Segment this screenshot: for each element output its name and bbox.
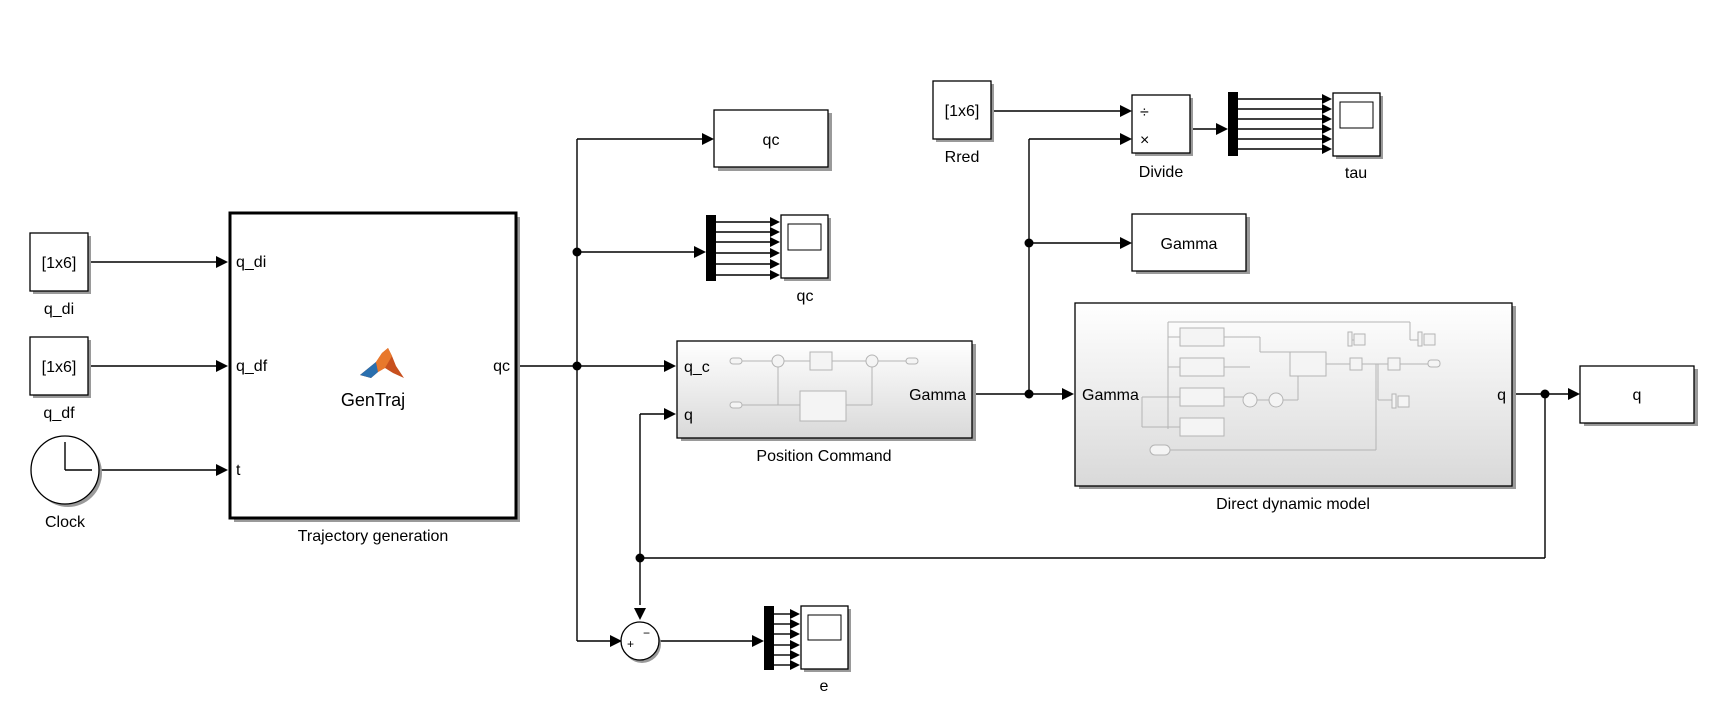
divide-op-icon: ÷ [1140,104,1149,121]
block-name: tau [1345,165,1367,182]
block-name: q_df [43,405,75,422]
direct-dynamic-model-subsystem[interactable]: Gamma q Direct dynamic model [1074,302,1516,513]
block-name: e [820,678,829,695]
clock-icon [64,442,92,471]
port-q: q [1497,387,1506,404]
scope-block-tau[interactable]: tau [1228,92,1383,182]
constant-value: [1x6] [42,255,77,272]
clock-block[interactable]: Clock [30,435,102,531]
subsystem-preview-icon [729,351,919,422]
port-q-df: q_df [236,358,268,375]
goto-tag: Gamma [1161,236,1218,253]
subsystem-preview-icon [1141,321,1441,456]
port-q-di: q_di [236,254,266,271]
scope-screen-icon [787,223,822,251]
block-name: Trajectory generation [298,528,449,545]
matlab-logo-icon [360,348,404,378]
block-name: Clock [45,514,86,531]
block-name: Divide [1139,164,1184,181]
block-name: qc [797,288,814,305]
mux-bar [1228,92,1238,156]
mux-inputs [1238,94,1332,154]
goto-block-q[interactable]: q [1579,365,1698,426]
goto-tag: q [1633,387,1642,404]
goto-block-gamma[interactable]: Gamma [1131,213,1250,274]
goto-block-qc[interactable]: qc [713,109,832,171]
sum-minus-sign: − [643,626,650,640]
position-command-subsystem[interactable]: q_c q Gamma Position Command [676,340,976,465]
constant-value: [1x6] [945,103,980,120]
scope-block-qc[interactable]: qc [706,214,831,305]
block-name: q_di [44,301,74,318]
constant-block-q-di[interactable]: [1x6] q_di [29,232,91,318]
divide-block[interactable]: ÷ × Divide [1131,94,1193,181]
sum-plus-sign: + [627,637,634,651]
trajectory-generation-block[interactable]: q_di q_df t qc GenTraj Trajectory genera… [228,211,520,545]
block-name: Rred [945,149,980,166]
scope-block-e[interactable]: e [764,605,851,695]
function-label: GenTraj [341,390,405,410]
port-q-c: q_c [684,359,710,376]
constant-block-rred[interactable]: [1x6] Rred [932,80,994,166]
block-name: Position Command [756,448,891,465]
mux-bar [706,215,716,281]
signal-lines [88,105,1580,647]
mux-inputs [716,217,780,280]
port-gamma: Gamma [1082,387,1139,404]
scope-screen-icon [1339,101,1374,129]
mux-inputs [774,609,800,670]
port-gamma: Gamma [909,387,966,404]
mux-bar [764,606,774,670]
constant-value: [1x6] [42,359,77,376]
block-name: Direct dynamic model [1216,496,1370,513]
port-qc: qc [493,358,510,375]
scope-screen-icon [807,614,842,641]
goto-tag: qc [763,132,780,149]
branch-points [572,238,1550,563]
port-q: q [684,407,693,424]
constant-block-q-df[interactable]: [1x6] q_df [29,336,91,422]
port-t: t [236,462,241,479]
multiply-op-icon: × [1140,132,1149,149]
sum-block[interactable]: − + [620,621,661,663]
